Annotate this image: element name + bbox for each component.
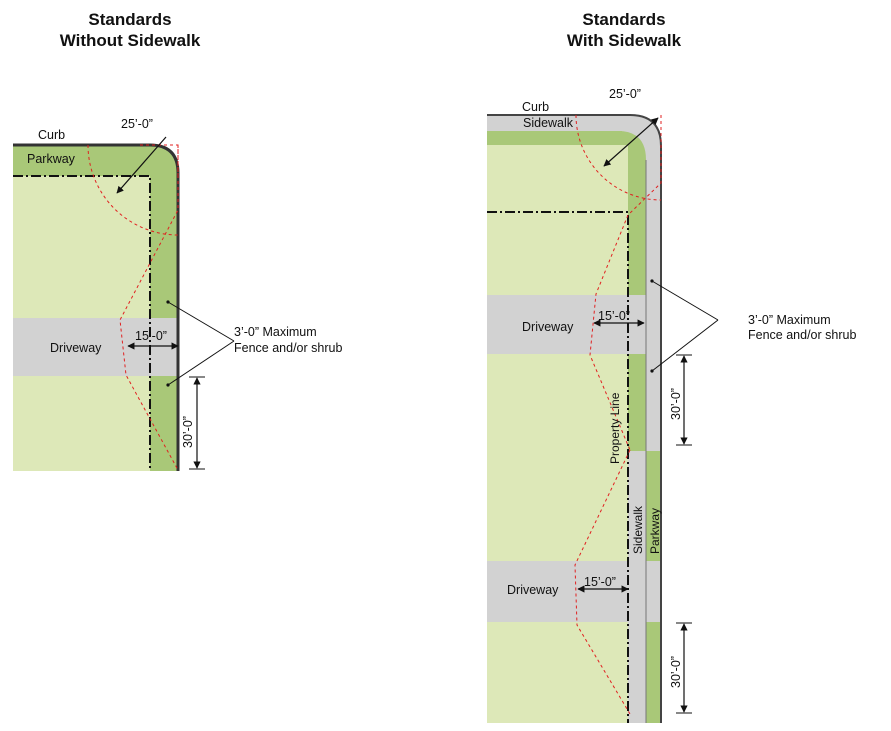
right-sight-triangle-2 [574, 449, 631, 715]
left-radius-arc [87, 144, 179, 236]
left-sight-triangle [119, 145, 179, 471]
left-radius-guide [140, 144, 179, 178]
right-property-line [487, 211, 629, 723]
left-driveway-label: Driveway [50, 341, 102, 355]
right-note-line2: Fence and/or shrub [748, 328, 856, 342]
left-diagram: Curb Parkway 25’-0” Driveway 15’-0” 30’-… [13, 117, 342, 471]
left-radius-label: 25’-0” [121, 117, 153, 131]
right-leader-dot-bottom [650, 369, 654, 373]
left-lot-area [13, 145, 178, 471]
left-parkway-label: Parkway [27, 152, 76, 166]
left-leader-dot-top [166, 300, 170, 304]
right-note-line1: 3’-0” Maximum [748, 313, 831, 327]
right-lot-inner [487, 145, 628, 723]
left-property-line [13, 175, 151, 471]
left-note-line2: Fence and/or shrub [234, 341, 342, 355]
right-leader-dot-top [650, 279, 654, 283]
right-sight-triangle-1 [589, 115, 662, 451]
left-leader-top [167, 301, 235, 342]
left-leader-dot-bottom [166, 383, 170, 387]
right-sidewalk-side-label: Sidewalk [631, 505, 645, 554]
right-dim-30-b-label: 30’-0” [669, 656, 683, 688]
left-curb-label: Curb [38, 128, 65, 142]
right-diagram: Curb Sidewalk 25’-0” Driveway Driveway 1… [487, 87, 856, 723]
right-driveway-1 [487, 295, 661, 354]
right-parkway-top-band [487, 131, 622, 145]
right-title: Standards With Sidewalk [544, 9, 704, 51]
right-leader-top [651, 280, 719, 321]
right-radius-label: 25’-0” [609, 87, 641, 101]
right-leader-bottom [651, 319, 719, 372]
left-curb-line [13, 143, 180, 471]
right-driveway-2-label: Driveway [507, 583, 559, 597]
right-dim-30-a-label: 30’-0” [669, 388, 683, 420]
right-radius-arc [575, 114, 662, 201]
right-dim-15-a-label: 15’-0” [598, 309, 630, 323]
right-driveway-1-label: Driveway [522, 320, 574, 334]
left-radius-arrow [116, 136, 167, 194]
left-dim-15-label: 15’-0” [135, 329, 167, 343]
right-sidewalk-top-label: Sidewalk [523, 116, 574, 130]
right-driveway-2 [487, 561, 661, 622]
right-radius-arrow [603, 117, 659, 167]
left-note-line1: 3’-0” Maximum [234, 325, 317, 339]
left-parkway-strip [13, 145, 178, 471]
left-title-line1: Standards [88, 10, 172, 29]
left-leader-bottom [167, 340, 235, 386]
left-title: Standards Without Sidewalk [50, 9, 210, 51]
right-title-line1: Standards [582, 10, 666, 29]
right-property-line-label: Property Line [608, 392, 622, 464]
right-curb-label: Curb [522, 100, 549, 114]
left-dim-30-label: 30’-0” [181, 416, 195, 448]
left-title-line2: Without Sidewalk [59, 31, 201, 50]
right-dim-15-b-label: 15’-0” [584, 575, 616, 589]
right-parkway-side-label: Parkway [648, 508, 662, 554]
right-title-line2: With Sidewalk [566, 31, 682, 50]
